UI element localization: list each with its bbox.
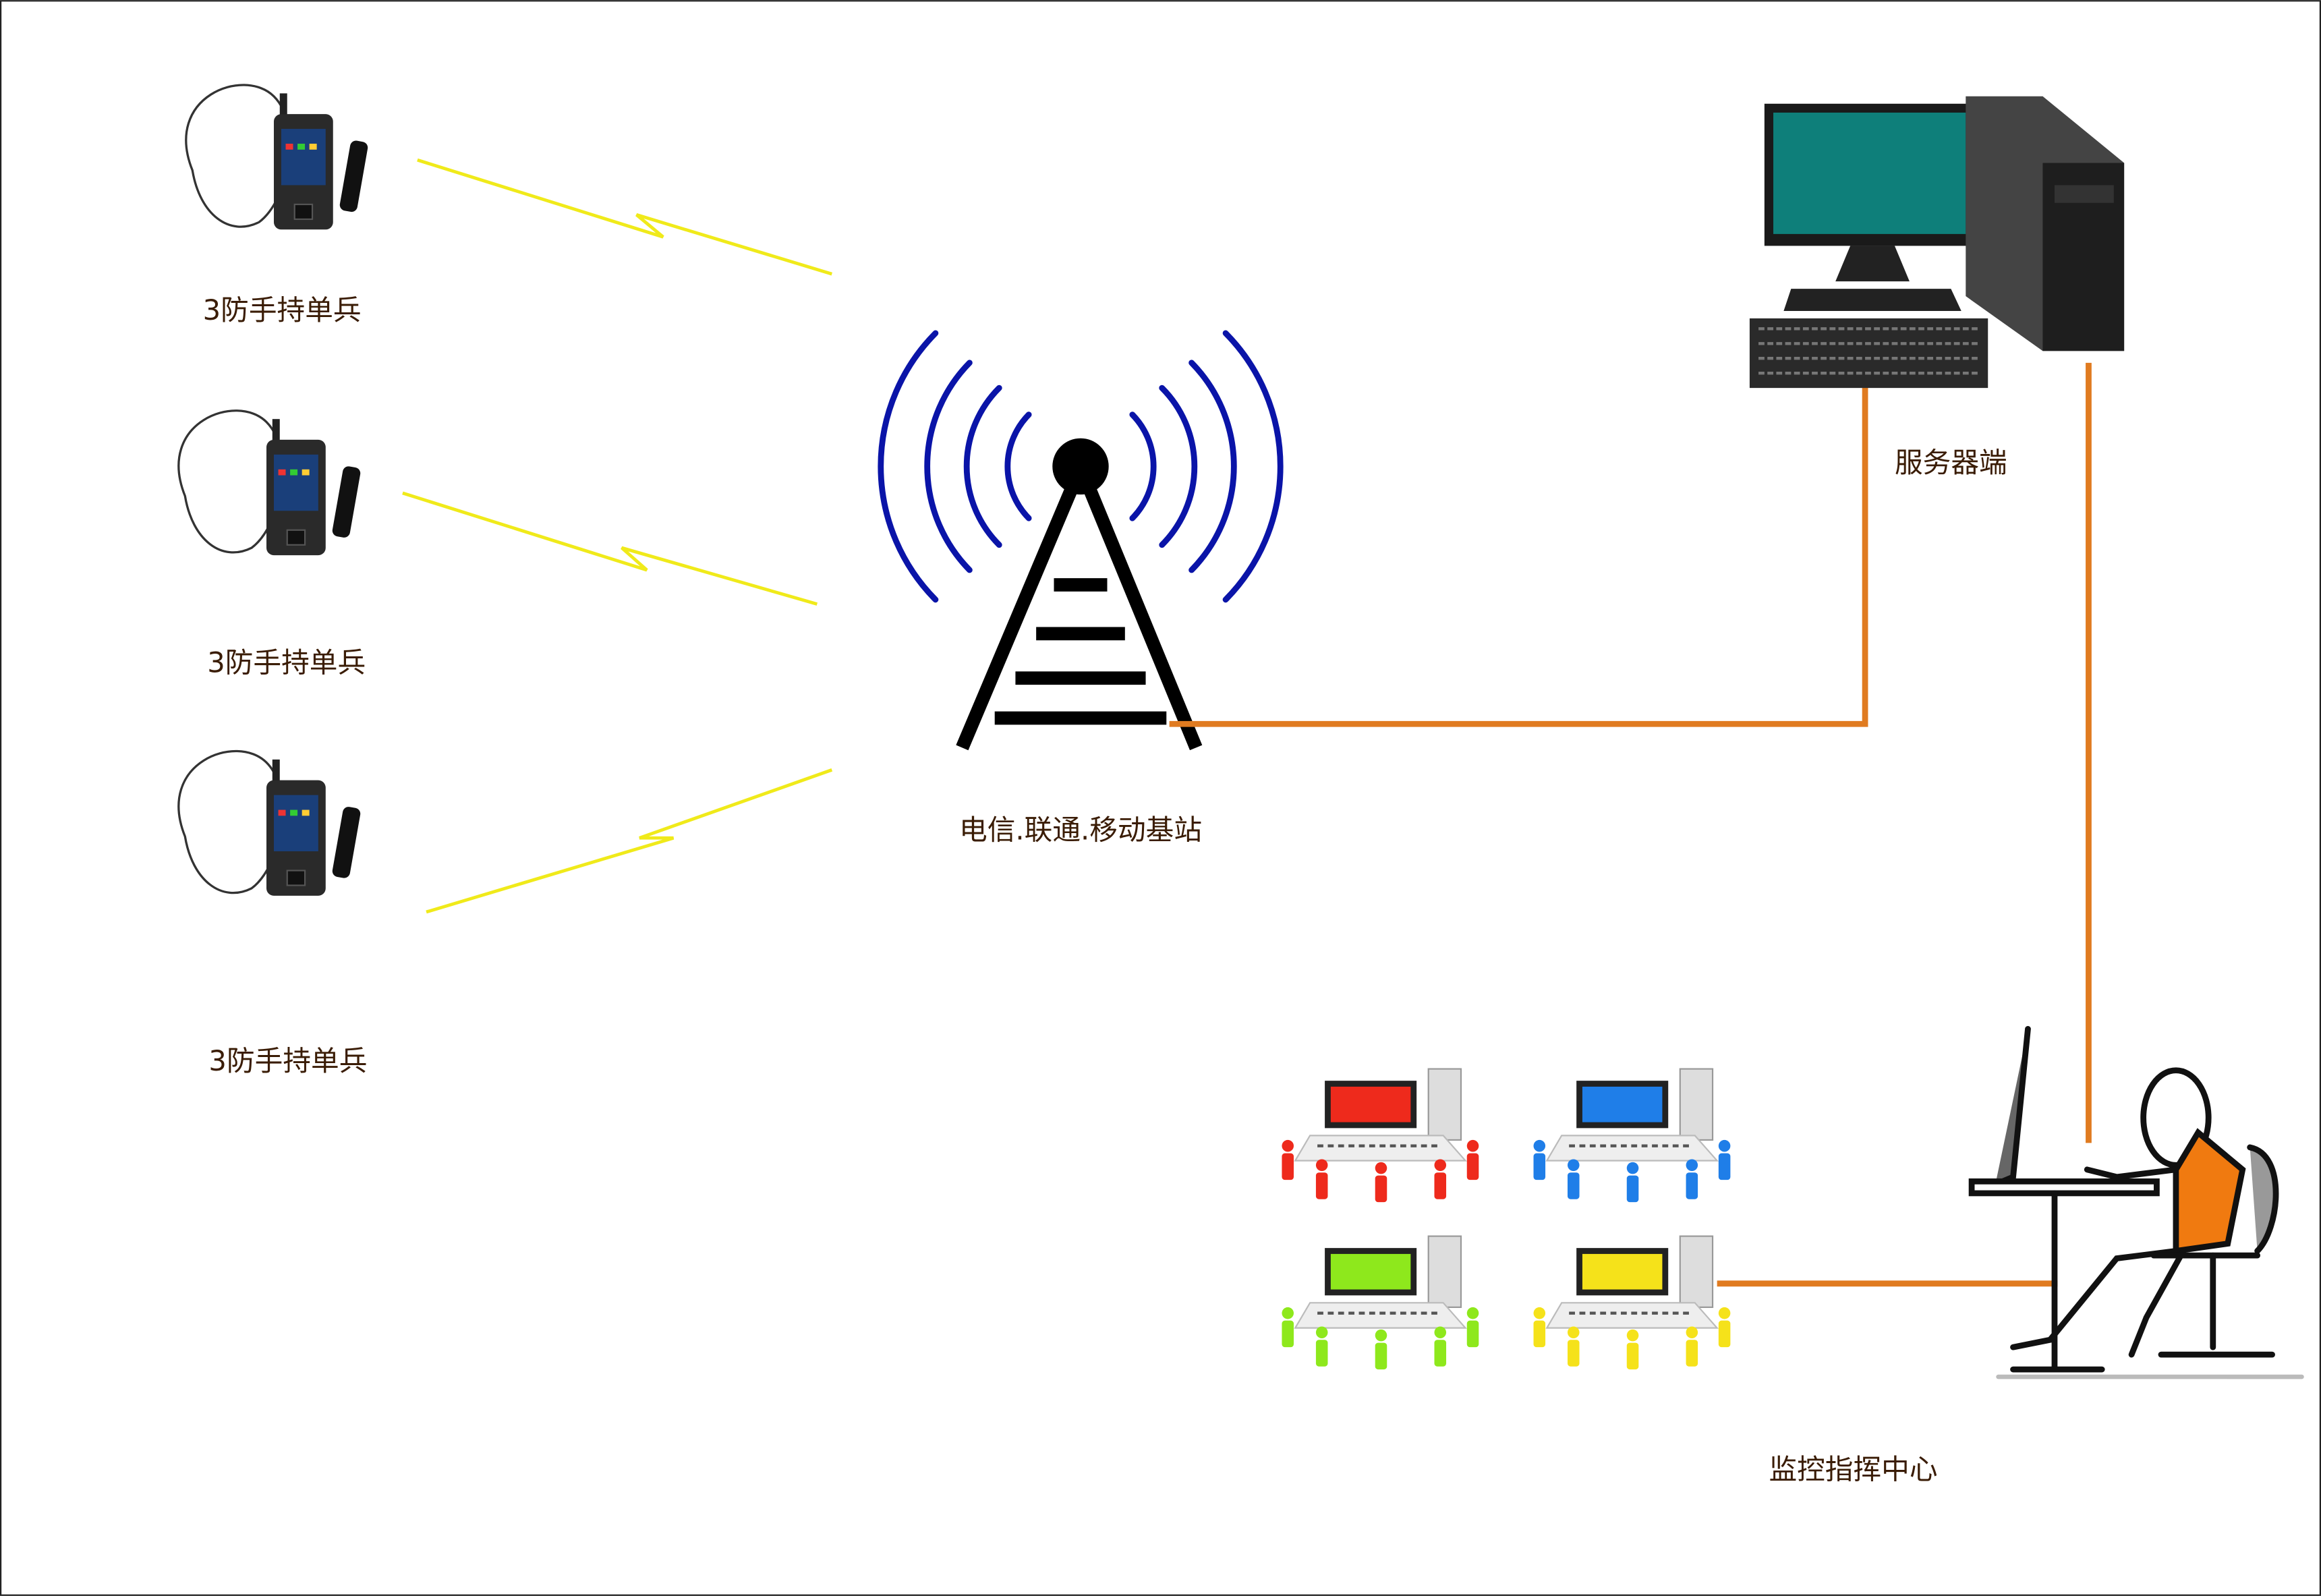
operator-at-desk-icon <box>1968 1025 2304 1379</box>
cell-tower-icon <box>878 330 1284 751</box>
lightning-icon <box>402 491 818 606</box>
terminal-label: 3防手持单兵 <box>208 1044 367 1077</box>
desktop-computer-icon <box>1749 96 2125 389</box>
command-center-label: 监控指挥中心 <box>1769 1452 1937 1485</box>
terminal-label: 3防手持单兵 <box>203 293 362 326</box>
wireless-links <box>402 158 833 914</box>
terminal-label: 3防手持单兵 <box>207 646 366 679</box>
terminal-1: 3防手持单兵 <box>185 84 370 326</box>
lightning-icon <box>417 158 833 276</box>
lightning-icon <box>426 768 833 914</box>
terminal-2: 3防手持单兵 <box>177 409 366 679</box>
wired-links <box>1169 362 2092 1287</box>
terminal-3: 3防手持单兵 <box>177 749 367 1077</box>
base-station-label: 电信.联通.移动基站 <box>959 813 1202 846</box>
server-label: 服务器端 <box>1895 446 2007 479</box>
